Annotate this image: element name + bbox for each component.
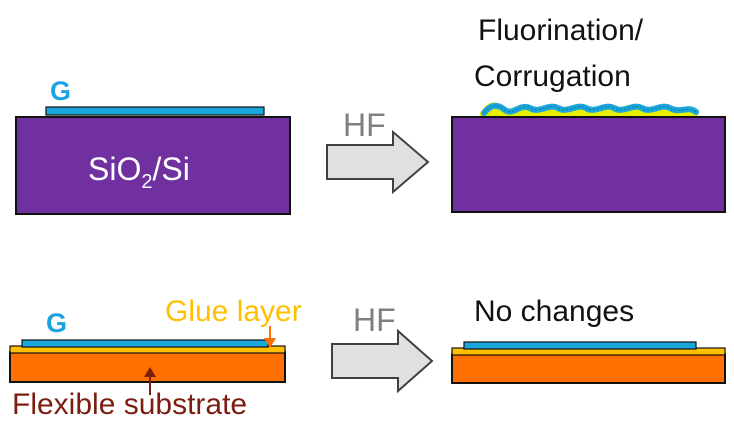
flexible-substrate-label: Flexible substrate [12,388,247,421]
hf-arrow-bottom: HF [331,302,434,394]
result-label-top-line2: Corrugation [474,60,631,93]
glue-layer-label: Glue layer [165,295,302,328]
arrow-shape-top [326,129,430,195]
graphene-layer-bottom-right [463,341,697,350]
hf-label-top: HF [343,107,386,143]
corrugated-graphene-outline [483,105,697,114]
bottom-left-stack: G Glue layer Flexible substrate [9,295,302,421]
graphene-layer-top [45,106,265,116]
top-right-stack: Fluorination/ Corrugation [451,14,726,213]
arrow-shape-bottom [331,328,434,394]
substrate-label-rest: /Si [152,151,189,187]
graphene-label-top: G [50,76,71,106]
substrate-label-subscript: 2 [141,171,152,193]
flexible-substrate-block-right [451,353,726,384]
glue-pointer-head [264,338,276,348]
graphene-layer-bottom [21,339,269,348]
hf-label-bottom: HF [353,302,396,338]
result-label-bottom: No changes [474,295,634,328]
substrate-label: SiO2/Si [88,151,190,193]
hf-arrow-top: HF [326,107,430,195]
bottom-right-stack: No changes [451,295,726,384]
graphene-label-bottom: G [46,308,67,338]
substrate-label-main: SiO [88,151,141,187]
flexible-substrate-block [9,351,286,383]
flex-pointer-head [144,367,156,377]
si-substrate-block [15,116,291,215]
si-substrate-block-right [451,116,726,213]
result-label-top-line1: Fluorination/ [478,14,644,47]
top-left-stack: G SiO2/Si [15,76,291,215]
